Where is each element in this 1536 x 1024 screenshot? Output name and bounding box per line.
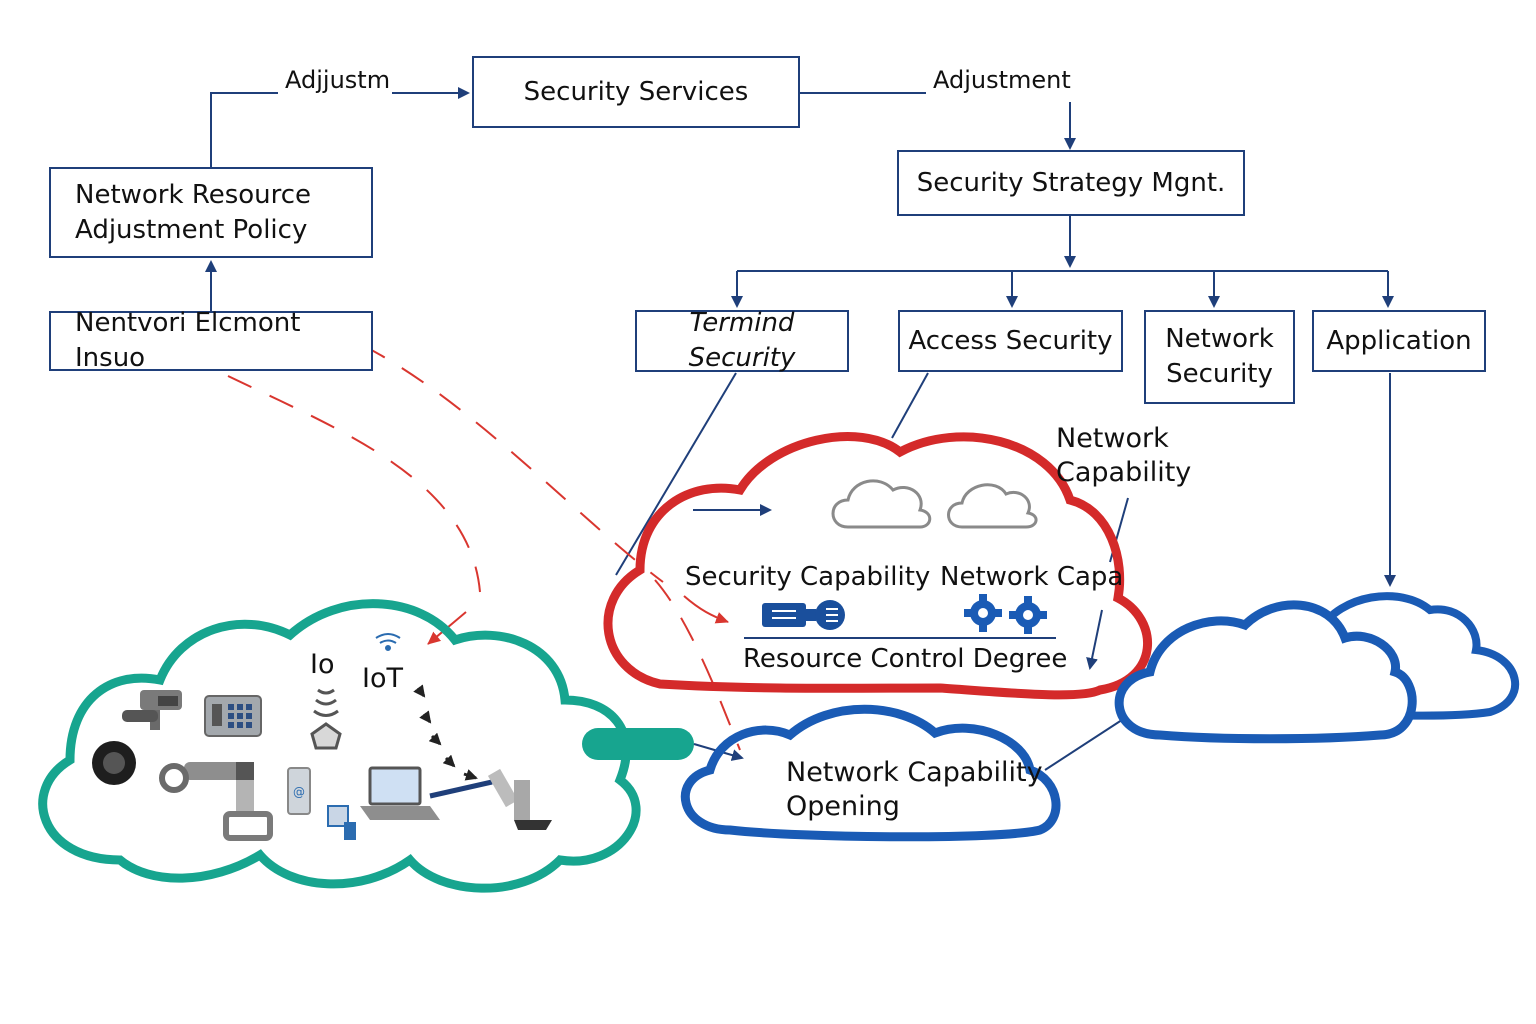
box-access-security: Access Security [898, 310, 1123, 372]
dashed-link-a [227, 375, 481, 593]
box-terminal-security-label: Termind Security [688, 308, 796, 373]
box-network-resource-policy: Network Resource Adjustment Policy [49, 167, 373, 258]
laptop-icon [360, 766, 440, 820]
box-network-resource-policy-label: Network Resource Adjustment Policy [75, 179, 312, 245]
label-security-capability: Security Capability [685, 562, 931, 592]
dashed-link-b [361, 344, 664, 583]
box-security-services-label: Security Services [523, 76, 749, 107]
label-resource-control-degree: Resource Control Degree [743, 644, 1068, 674]
camera-icon [122, 690, 182, 730]
box-terminal-security: Termind Security [635, 308, 849, 373]
box-application-label: Application [1326, 325, 1472, 356]
label-network-capa-inner: Network Capa [940, 562, 1124, 592]
sensor-icon [92, 741, 136, 785]
security-capability-cloud [603, 432, 1153, 700]
label-io: Io [310, 649, 335, 680]
svg-text:@: @ [293, 785, 305, 799]
label-network-capability: Network Capability [1056, 423, 1192, 488]
box-network-element-insuo: Nentvori Elcmont Insuo [49, 308, 373, 373]
connector-opening-to-blue [1044, 715, 1129, 771]
small-cloud-right [947, 483, 1038, 529]
box-network-security-label: Network Security [1165, 324, 1274, 389]
dashed-link-c [654, 579, 741, 751]
box-access-security-label: Access Security [908, 325, 1113, 356]
iot-cloud [38, 599, 641, 893]
wifi-icon [375, 633, 401, 651]
connector-access-down [891, 372, 929, 439]
application-cloud-front [1114, 600, 1417, 744]
box-security-strategy: Security Strategy Mgnt. [897, 150, 1245, 216]
red-arrow-security [683, 595, 729, 624]
dashed-links [227, 344, 741, 751]
box-network-element-insuo-label: Nentvori Elcmont Insuo [75, 308, 301, 373]
network-capability-opening-cloud [680, 704, 1061, 842]
label-network-capability-opening: Network Capability Opening [786, 757, 1043, 822]
label-iot: IoT [362, 663, 403, 694]
keypad-icon [204, 695, 262, 737]
antenna-icon [310, 688, 342, 750]
connector-terminal-down [615, 372, 737, 576]
box-application: Application [1312, 310, 1486, 372]
gear-icon [964, 594, 1047, 634]
tablet-icon: @ [287, 767, 356, 840]
small-cloud-left [831, 479, 932, 529]
box-security-services: Security Services [472, 56, 800, 128]
security-toggle-icon [762, 600, 845, 630]
label-adjust-right: Adjustment [933, 66, 1071, 94]
connector-policy-to-services [210, 92, 278, 168]
iot-connector-bar [582, 728, 694, 760]
drone-arm-icon [429, 768, 552, 830]
box-security-strategy-label: Security Strategy Mgnt. [916, 167, 1226, 198]
connector-red-inner [1086, 609, 1103, 670]
top-connectors [205, 87, 1396, 771]
robot-arm-icon [159, 762, 273, 841]
dotted-iot-arrows [413, 684, 478, 781]
label-adjust-left: Adjjustm [285, 66, 391, 94]
box-network-security: Network Security [1144, 310, 1295, 404]
